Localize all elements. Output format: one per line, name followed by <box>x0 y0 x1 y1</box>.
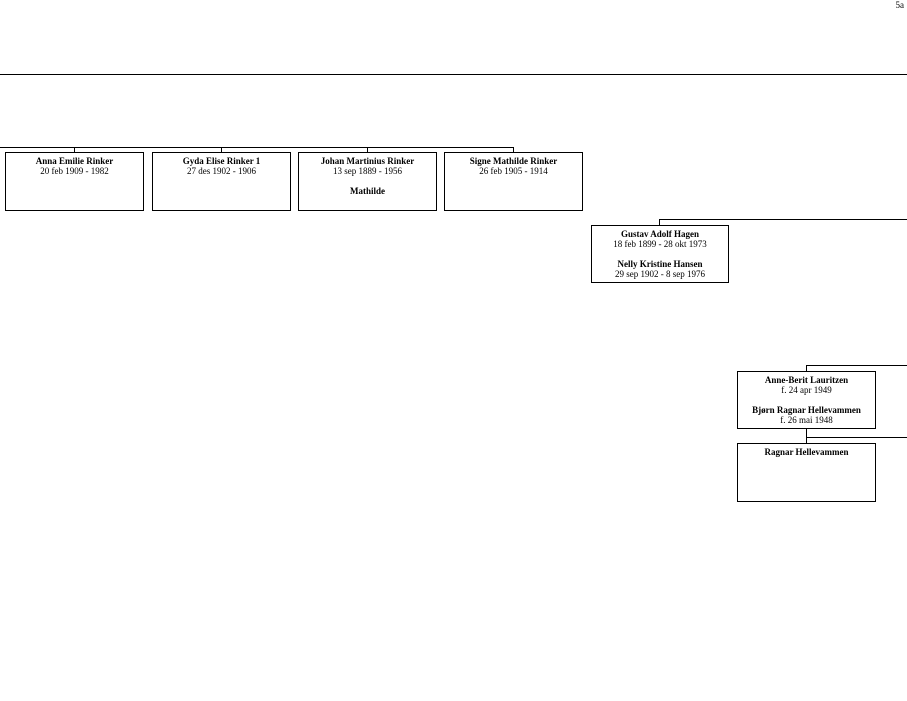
child-connector-line <box>806 437 907 438</box>
person-box-anne-berit: Anne-Berit Lauritzen f. 24 apr 1949 Bjør… <box>737 371 876 429</box>
connector-stub <box>806 365 807 371</box>
person-box-anna: Anna Emilie Rinker 20 feb 1909 - 1982 <box>5 152 144 211</box>
connector-stub <box>659 219 660 225</box>
connector-stub <box>513 147 514 152</box>
spouse-name: Bjørn Ragnar Hellevammen <box>752 405 861 415</box>
person-box-gyda: Gyda Elise Rinker 1 27 des 1902 - 1906 <box>152 152 291 211</box>
person-name: Johan Martinius Rinker <box>320 156 415 166</box>
person-name: Anna Emilie Rinker <box>35 156 114 166</box>
person-name: Ragnar Hellevammen <box>764 447 849 457</box>
person-box-signe: Signe Mathilde Rinker 26 feb 1905 - 1914 <box>444 152 583 211</box>
page-number: 5a <box>895 0 905 10</box>
sibling-connector-line <box>806 365 907 366</box>
person-box-gustav: Gustav Adolf Hagen 18 feb 1899 - 28 okt … <box>591 225 729 283</box>
spouse-dates: 29 sep 1902 - 8 sep 1976 <box>615 269 705 279</box>
person-dates: f. 24 apr 1949 <box>781 385 832 395</box>
connector-stub <box>74 147 75 152</box>
person-name: Anne-Berit Lauritzen <box>764 375 849 385</box>
person-dates: 20 feb 1909 - 1982 <box>40 166 109 176</box>
sibling-connector-line <box>659 219 907 220</box>
person-dates: 13 sep 1889 - 1956 <box>333 166 402 176</box>
child-connector-stub <box>806 428 807 443</box>
person-dates: 27 des 1902 - 1906 <box>187 166 256 176</box>
person-dates: 18 feb 1899 - 28 okt 1973 <box>613 239 707 249</box>
spouse-dates: f. 26 mai 1948 <box>780 415 833 425</box>
person-name: Signe Mathilde Rinker <box>469 156 558 166</box>
person-box-johan: Johan Martinius Rinker 13 sep 1889 - 195… <box>298 152 437 211</box>
header-rule <box>0 74 907 75</box>
person-name: Gyda Elise Rinker 1 <box>182 156 261 166</box>
spouse-name: Mathilde <box>350 186 385 196</box>
sibling-connector-line <box>0 147 514 148</box>
person-box-ragnar: Ragnar Hellevammen <box>737 443 876 502</box>
spouse-name: Nelly Kristine Hansen <box>617 259 703 269</box>
person-name: Gustav Adolf Hagen <box>620 229 699 239</box>
connector-stub <box>367 147 368 152</box>
connector-stub <box>221 147 222 152</box>
person-dates: 26 feb 1905 - 1914 <box>479 166 548 176</box>
